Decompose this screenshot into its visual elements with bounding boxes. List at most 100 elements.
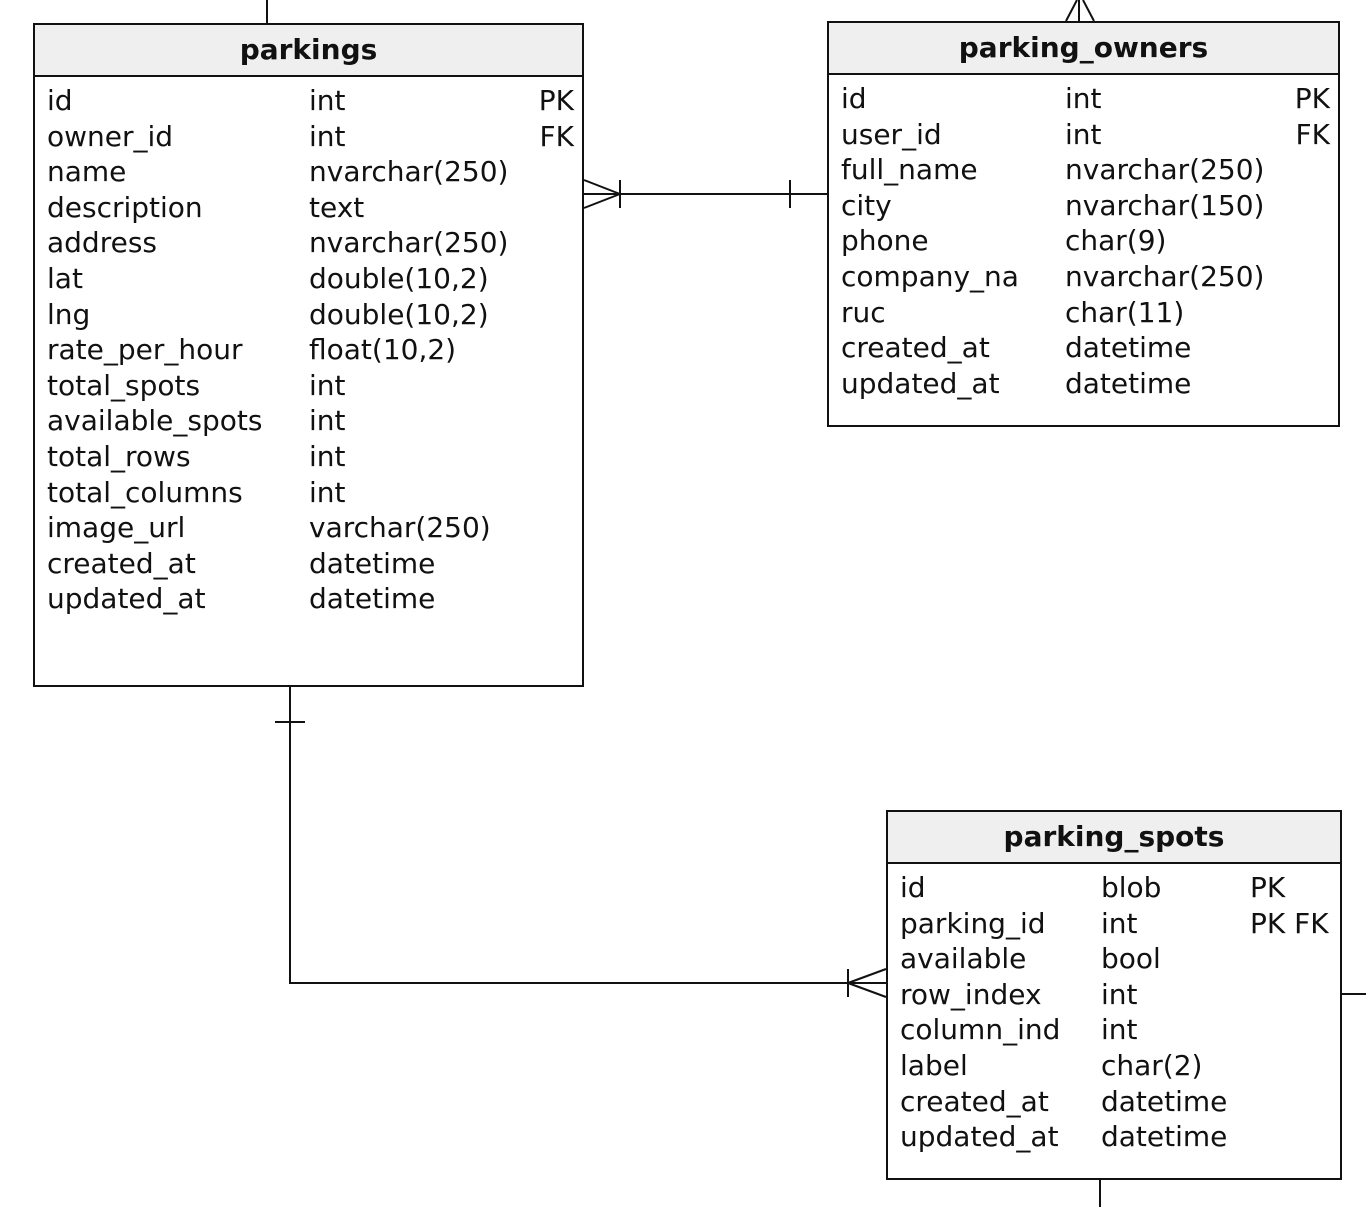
column-name: available_spots — [47, 404, 263, 438]
column-name: updated_at — [841, 366, 1000, 400]
column-name: created_at — [841, 331, 990, 365]
column-name: id — [841, 82, 867, 115]
column-type: double(10,2) — [309, 261, 489, 295]
column-name: address — [47, 226, 158, 260]
column-type: text — [309, 190, 365, 224]
column-name: created_at — [47, 546, 196, 580]
column-name: id — [900, 871, 926, 904]
column-name: updated_at — [47, 582, 206, 616]
column-row: image_url varchar(250) — [35, 510, 582, 546]
column-name: parking_id — [900, 906, 1046, 940]
column-type: nvarchar(250) — [1065, 259, 1265, 293]
column-type: datetime — [309, 546, 436, 580]
column-type: int — [309, 439, 346, 473]
column-type: int — [1101, 906, 1138, 940]
column-name: phone — [841, 224, 929, 258]
column-key: PK — [1294, 82, 1330, 115]
column-name: full_name — [841, 153, 978, 187]
column-name: city — [841, 188, 892, 222]
entity-title: parkings — [35, 25, 582, 77]
column-name: row_index — [900, 977, 1042, 1011]
column-type: datetime — [1101, 1084, 1228, 1118]
column-row: created_at datetime — [829, 330, 1338, 366]
column-name: description — [47, 190, 203, 224]
column-type: int — [309, 119, 346, 153]
column-row: lat double(10,2) — [35, 261, 582, 297]
column-name: lat — [47, 261, 83, 295]
column-name: rate_per_hour — [47, 333, 243, 367]
column-row: city nvarchar(150) — [829, 188, 1338, 224]
column-key: FK — [1295, 117, 1330, 151]
column-type: int — [309, 475, 346, 509]
column-row: description text — [35, 190, 582, 226]
column-name: owner_id — [47, 119, 174, 153]
crow-foot-marker — [583, 179, 621, 195]
column-name: column_ind — [900, 1013, 1061, 1047]
offscreen-many-marker-owners — [1065, 0, 1095, 22]
column-type: nvarchar(250) — [309, 155, 509, 189]
column-type: int — [1101, 1013, 1138, 1047]
column-name: ruc — [841, 295, 886, 329]
column-type: double(10,2) — [309, 297, 489, 331]
column-row: address nvarchar(250) — [35, 225, 582, 261]
column-type: datetime — [1065, 331, 1192, 365]
column-row: created_at datetime — [35, 546, 582, 582]
column-type: int — [309, 368, 346, 402]
column-row: column_ind int — [888, 1012, 1340, 1048]
column-type: datetime — [1065, 366, 1192, 400]
column-row: updated_at datetime — [35, 581, 582, 617]
column-row: created_at datetime — [888, 1084, 1340, 1120]
column-row: phone char(9) — [829, 223, 1338, 259]
column-row: total_rows int — [35, 439, 582, 475]
column-row: ruc char(11) — [829, 295, 1338, 331]
column-row: updated_at datetime — [829, 366, 1338, 402]
column-type: int — [1065, 82, 1102, 115]
column-name: updated_at — [900, 1120, 1059, 1154]
crow-foot-marker — [847, 968, 887, 984]
relationship-parkings-owners — [583, 179, 827, 209]
column-name: total_rows — [47, 439, 191, 473]
column-type: datetime — [1101, 1120, 1228, 1154]
entity-title: parking_owners — [829, 23, 1338, 75]
column-row: updated_at datetime — [888, 1119, 1340, 1155]
column-key: PK — [538, 84, 574, 117]
column-type: datetime — [309, 582, 436, 616]
column-type: bool — [1101, 942, 1161, 976]
column-type: nvarchar(250) — [309, 226, 509, 260]
column-name: label — [900, 1048, 968, 1082]
column-type: int — [1065, 117, 1102, 151]
column-name: image_url — [47, 511, 186, 545]
column-name: company_na — [841, 259, 1019, 293]
column-type: char(11) — [1065, 295, 1185, 329]
column-row: available bool — [888, 941, 1340, 977]
column-type: char(9) — [1065, 224, 1167, 258]
column-type: nvarchar(150) — [1065, 188, 1265, 222]
column-type: char(2) — [1101, 1048, 1203, 1082]
column-name: id — [47, 84, 73, 117]
column-row: label char(2) — [888, 1048, 1340, 1084]
column-row: available_spots int — [35, 403, 582, 439]
column-name: created_at — [900, 1084, 1049, 1118]
column-row: id int PK — [829, 81, 1338, 117]
column-type: int — [309, 404, 346, 438]
column-name: lng — [47, 297, 91, 331]
column-type: nvarchar(250) — [1065, 153, 1265, 187]
column-type: varchar(250) — [309, 511, 491, 545]
column-name: available — [900, 942, 1027, 976]
